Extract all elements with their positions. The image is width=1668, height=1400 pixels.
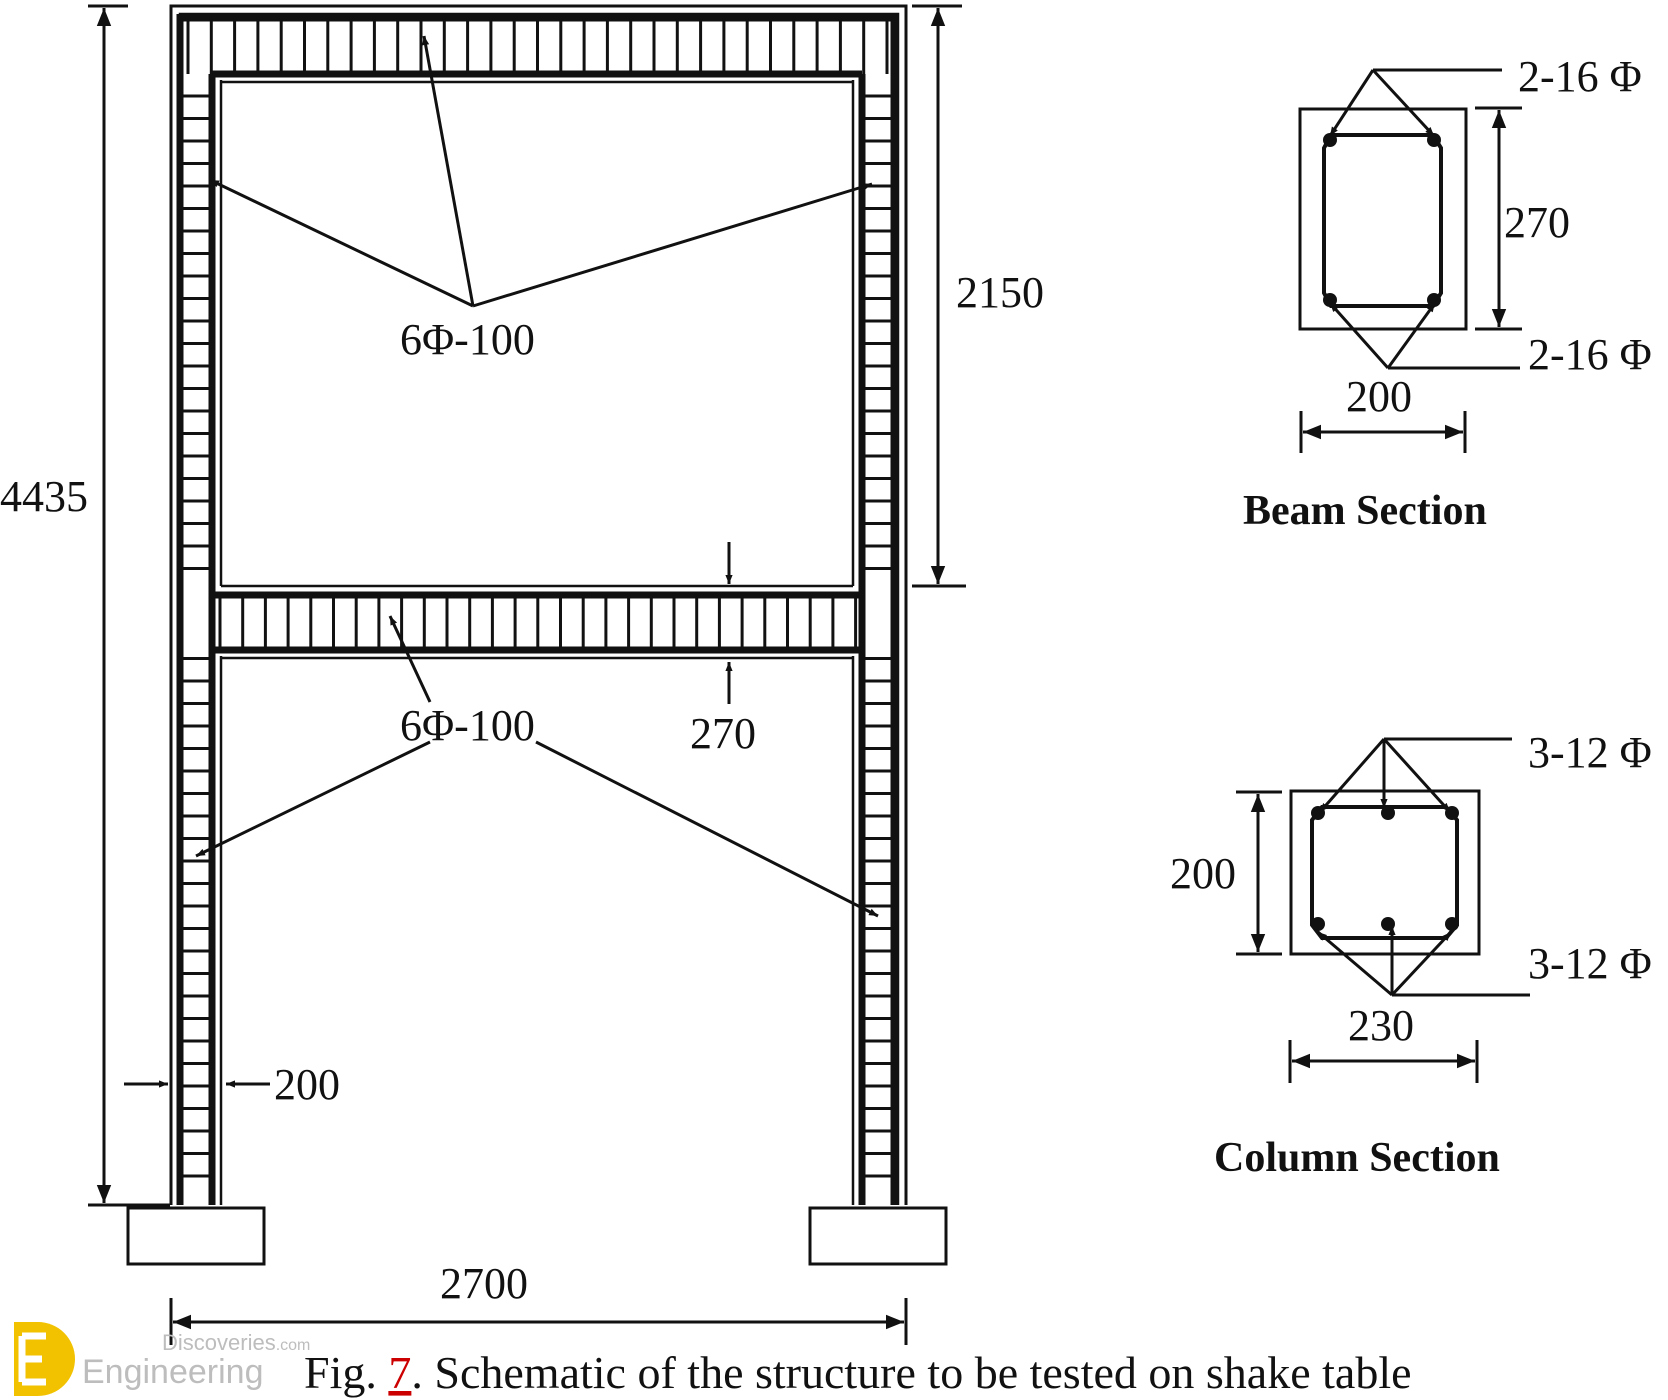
mid-beam-stirrups (218, 595, 858, 650)
right-column-stirrups (862, 94, 894, 1178)
beam-rebar (1427, 293, 1441, 307)
beam-rebar (1323, 133, 1337, 147)
svg-text:Discoveries.com: Discoveries.com (162, 1330, 310, 1355)
beam-width-label: 200 (1346, 372, 1412, 421)
column-rebar (1311, 917, 1325, 931)
span-label: 2700 (440, 1259, 528, 1308)
left-footing (126, 1206, 266, 1266)
beam-depth-label: 270 (690, 709, 756, 758)
column-section-title: Column Section (1214, 1135, 1500, 1181)
column-rebar (1311, 806, 1325, 820)
beam-rebar (1323, 293, 1337, 307)
column-width-label: 230 (1348, 1001, 1414, 1050)
caption-prefix: Fig. (304, 1347, 388, 1398)
column-height-label: 200 (1170, 849, 1236, 898)
beam-rebar (1427, 133, 1441, 147)
caption-figure-link[interactable]: 7 (388, 1347, 411, 1398)
watermark-top-text: Discoveries (162, 1330, 276, 1355)
beam-section: 2-16 Φ 2-16 Φ 270 200 Beam Section (1243, 52, 1652, 534)
frame-leaders (195, 35, 879, 918)
beam-bottom-bars-label: 2-16 Φ (1528, 330, 1652, 379)
column-bottom-bars-label: 3-12 Φ (1528, 939, 1652, 988)
beam-section-stirrup (1322, 133, 1443, 308)
column-width-label: 200 (274, 1060, 340, 1109)
engineering-discoveries-logo-icon (14, 1322, 75, 1396)
figure-caption: Fig. 7. Schematic of the structure to be… (304, 1347, 1412, 1398)
watermark-bottom-text: Engineering (82, 1353, 263, 1391)
column-rebar (1445, 917, 1459, 931)
column-rebar (1381, 806, 1395, 820)
stirrup-label-upper: 6Φ-100 (400, 315, 535, 364)
stirrup-label-lower: 6Φ-100 (400, 701, 535, 750)
frame-dimensions (88, 4, 966, 1345)
beam-section-outline (1298, 107, 1468, 331)
column-rebar (1381, 917, 1395, 931)
overall-height-label: 4435 (0, 472, 88, 521)
beam-top-bars-label: 2-16 Φ (1518, 52, 1642, 101)
caption-text: . Schematic of the structure to be teste… (411, 1347, 1411, 1398)
column-top-bars-label: 3-12 Φ (1528, 728, 1652, 777)
top-beam-stirrups (186, 18, 889, 74)
watermark-logo: Discoveries.com Engineering (14, 1322, 310, 1396)
watermark-top-suffix: .com (276, 1337, 311, 1354)
column-section: 3-12 Φ 3-12 Φ 200 230 Column Section (1170, 728, 1652, 1181)
right-footing (808, 1206, 948, 1266)
beam-height-label: 270 (1504, 198, 1570, 247)
beam-section-title: Beam Section (1243, 488, 1487, 534)
frame-elevation (126, 4, 948, 1266)
upper-height-label: 2150 (956, 268, 1044, 317)
column-rebar (1445, 806, 1459, 820)
frame-outer-outline (169, 4, 908, 1205)
left-column-stirrups (180, 94, 212, 1178)
